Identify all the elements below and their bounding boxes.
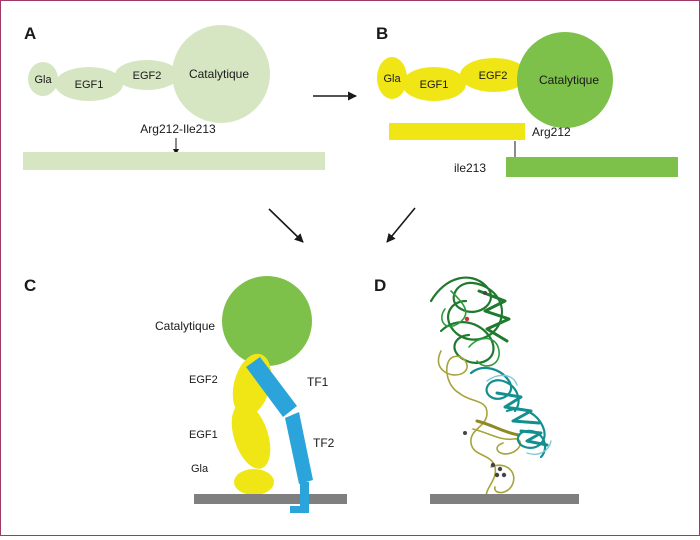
panel-b-arg212-label: Arg212 — [532, 125, 571, 139]
panel-a-catalytic-domain — [172, 25, 270, 123]
panel-c-egf1-label: EGF1 — [189, 429, 218, 441]
panel-c-tf1-module — [246, 357, 297, 417]
panel-b-egf1-label: EGF1 — [420, 79, 449, 91]
panel-a-gla-domain — [28, 62, 58, 96]
panel-c-tf2-module — [285, 412, 313, 484]
panel-b-gla-domain — [377, 57, 407, 99]
panel-a-membrane-bar — [23, 152, 325, 170]
panel-a-egf2-label: EGF2 — [133, 70, 162, 82]
arrow-b-to-d — [386, 207, 416, 243]
panel-b-catalytic-domain — [517, 32, 613, 128]
arrow-a-to-c — [268, 208, 304, 243]
panel-b-light-chain-bar — [389, 123, 525, 140]
panel-a-egf1-label: EGF1 — [75, 79, 104, 91]
panel-b-egf2-domain — [460, 58, 528, 92]
panel-a: A Gla EGF1 EGF2 Catalytique Arg212-Ile21… — [23, 24, 325, 170]
panel-d-membrane — [430, 494, 579, 504]
panel-c-catalytic-label: Catalytique — [155, 319, 215, 333]
panel-c-letter: C — [24, 276, 36, 295]
panel-c-tf1-label: TF1 — [307, 375, 329, 389]
panel-c-tf-transmembrane — [300, 482, 309, 513]
panel-a-letter: A — [24, 24, 36, 43]
panel-b-gla-label: Gla — [383, 73, 401, 85]
panel-b-letter: B — [376, 24, 388, 43]
panel-b-egf1-domain — [402, 67, 466, 101]
panel-c: C Catalytique EGF2 EGF1 Gla TF1 TF2 — [24, 276, 347, 513]
panel-d-protein-ribbon-structure — [429, 276, 552, 500]
panel-b: B Gla EGF1 EGF2 Catalytique Arg212 ile21… — [376, 24, 678, 177]
panel-a-gla-label: Gla — [34, 74, 52, 86]
panel-c-gla-label: Gla — [191, 463, 209, 475]
panel-c-catalytic-domain — [222, 276, 312, 366]
panel-d: D — [374, 276, 579, 504]
panel-b-ile213-label: ile213 — [454, 161, 486, 175]
panel-c-gla-domain — [234, 469, 274, 495]
panel-a-egf2-domain — [115, 60, 179, 90]
panel-c-tf-tail — [290, 506, 309, 513]
panel-b-catalytic-label: Catalytique — [539, 73, 599, 87]
panel-a-egf1-domain — [55, 67, 123, 101]
panel-a-catalytic-label: Catalytique — [189, 67, 249, 81]
panel-d-letter: D — [374, 276, 386, 295]
panel-c-egf1-domain — [231, 403, 271, 469]
panel-c-tf2-label: TF2 — [313, 436, 335, 450]
panel-a-cleavage-label: Arg212-Ile213 — [140, 122, 216, 136]
panel-b-heavy-chain-bar — [506, 157, 678, 177]
panel-c-egf2-label: EGF2 — [189, 374, 218, 386]
panel-b-egf2-label: EGF2 — [479, 70, 508, 82]
panel-c-membrane — [194, 494, 347, 504]
